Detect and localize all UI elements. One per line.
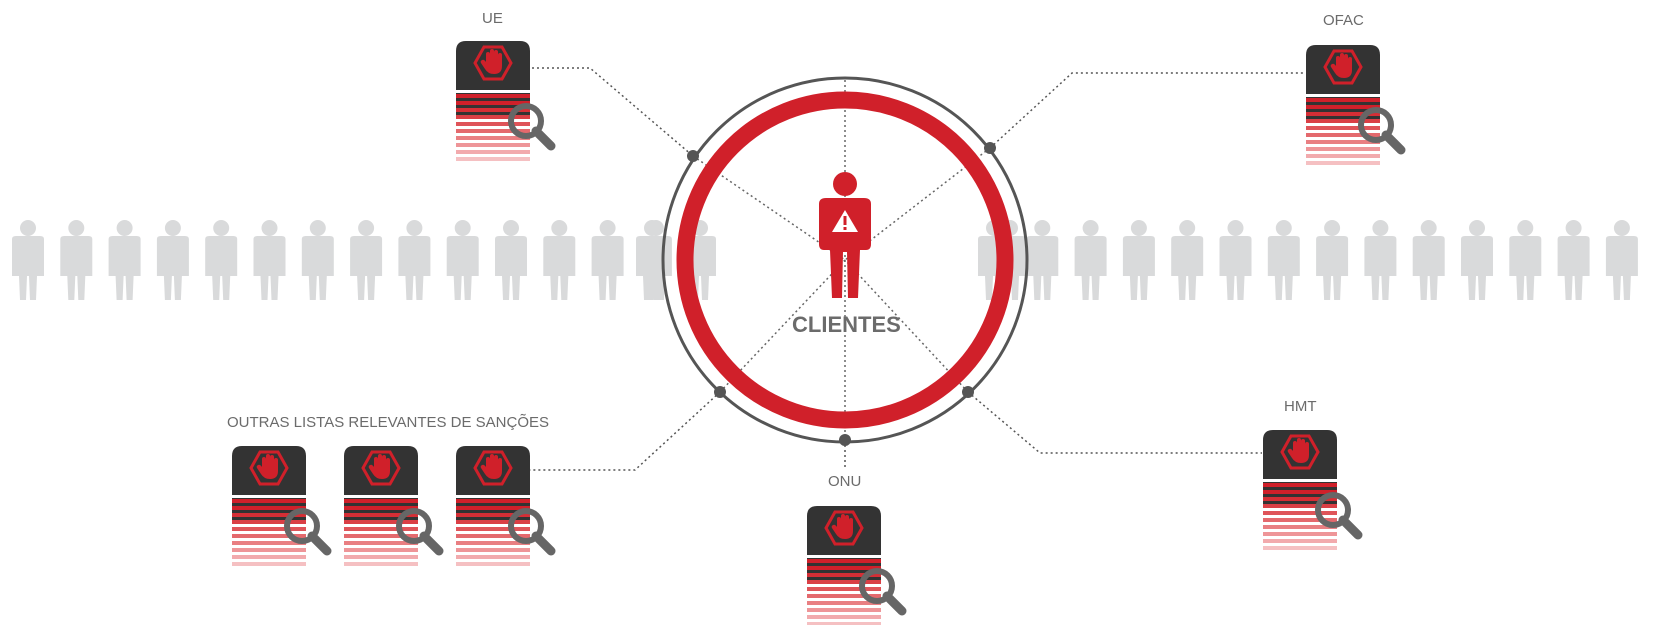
crowd-person-icon (1557, 220, 1590, 300)
label-ue: UE (482, 10, 503, 27)
connector-lines (530, 67, 1305, 471)
crowd-person-icon (205, 220, 238, 300)
crowd-person-icon (1364, 220, 1397, 300)
red-ring (676, 91, 1014, 429)
crowd-person-icon (1461, 220, 1493, 300)
center-label: CLIENTES (792, 312, 901, 337)
ring-nodes (687, 142, 996, 446)
crowd-person-icon (1509, 220, 1542, 300)
alert-person-icon (819, 172, 871, 298)
list-document-ofac (1306, 45, 1401, 165)
label-hmt: HMT (1284, 398, 1317, 415)
crowd-person-icon (12, 220, 44, 300)
crowd-person-icon (1605, 220, 1638, 300)
crowd-person-icon (1026, 220, 1059, 300)
crowd-person-icon (350, 220, 383, 300)
crowd-person-icon (398, 220, 431, 300)
crowd-person-icon (253, 220, 286, 300)
crowd-person-icon (1219, 220, 1252, 300)
list-document-ue (456, 41, 551, 161)
crowd-person-icon (591, 220, 624, 300)
crowd-person-icon (1412, 220, 1445, 300)
crowd-person-icon (1316, 220, 1349, 300)
list-document-hmt (1263, 430, 1358, 550)
list-document-other-3 (456, 446, 551, 566)
list-document-other-2 (344, 446, 439, 566)
list-document-onu (807, 506, 902, 625)
label-onu: ONU (828, 473, 862, 490)
label-ofac: OFAC (1323, 12, 1364, 29)
crowd-person-icon (1267, 220, 1300, 300)
crowd-person-icon (156, 220, 189, 300)
crowd-person-icon (543, 220, 576, 300)
crowd-person-icon (1122, 220, 1155, 300)
crowd-person-icon (301, 220, 334, 300)
label-other-lists: OUTRAS LISTAS RELEVANTES DE SANÇÕES (227, 414, 550, 431)
list-document-other-1 (232, 446, 327, 566)
crowd-person-icon (1171, 220, 1204, 300)
crowd-person-icon (446, 220, 479, 300)
crowd-person-icon (108, 220, 141, 300)
crowd-person-icon (60, 220, 93, 300)
crowd-person-icon (1074, 220, 1107, 300)
crowd-person-icon (495, 220, 527, 300)
